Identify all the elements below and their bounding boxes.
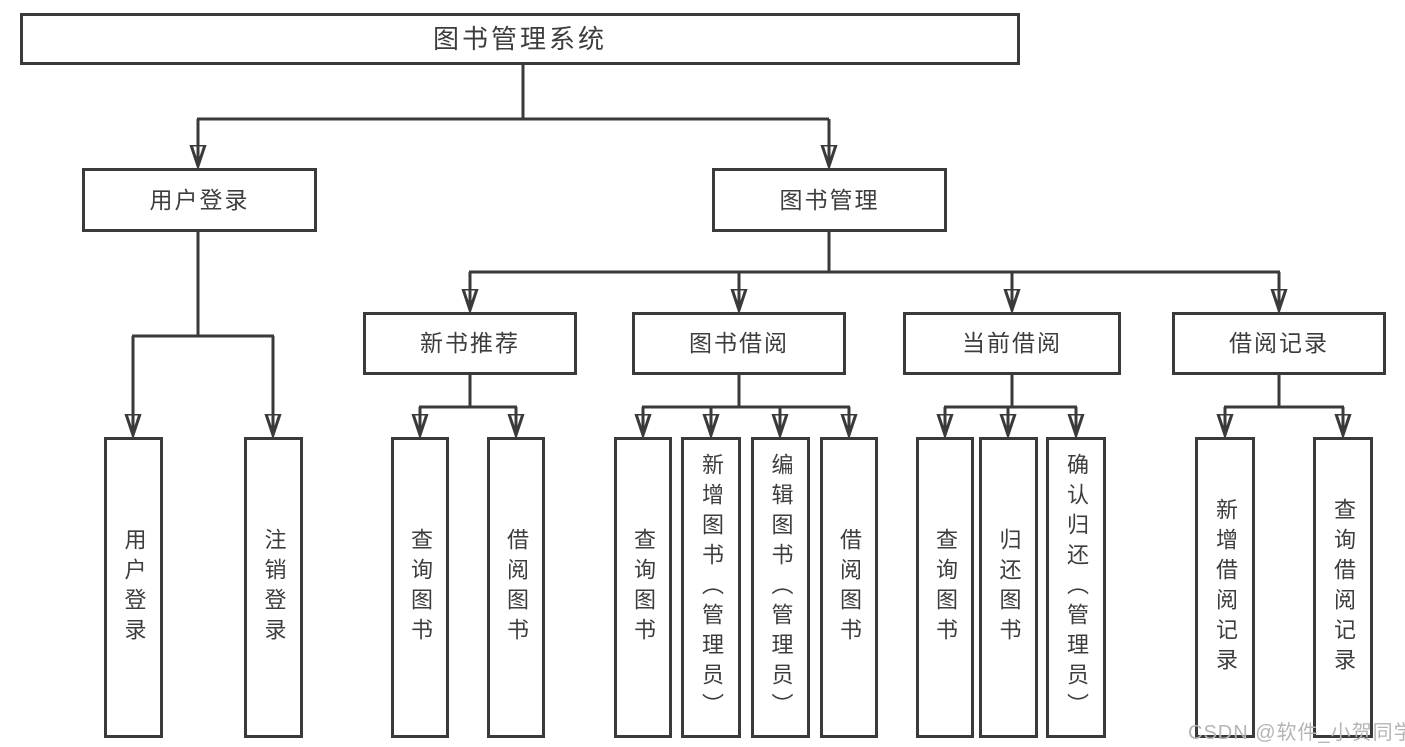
- edge-book-borrow-to-leaves: [642, 375, 850, 435]
- node-leaf-user-login: 用户登录: [104, 437, 163, 738]
- node-br-query-record: 查询借阅记录: [1313, 437, 1373, 738]
- node-book-borrowing: 图书借阅: [632, 312, 846, 375]
- node-user-login: 用户登录: [82, 168, 317, 232]
- node-book-management: 图书管理: [712, 168, 947, 232]
- edge-new-book-rec-to-leaves: [419, 375, 517, 435]
- edge-user-login-to-leaves: [132, 232, 274, 435]
- edge-borrow-records-to-leaves: [1224, 375, 1344, 435]
- node-leaf-logout: 注销登录: [244, 437, 303, 738]
- node-bb-edit-books-admin: 编辑图书（管理员）: [751, 437, 810, 738]
- node-bb-query-books: 查询图书: [614, 437, 672, 738]
- edge-current-borrow-to-leaves: [944, 375, 1077, 435]
- node-cb-confirm-return-admin: 确认归还（管理员）: [1046, 437, 1106, 738]
- node-bb-add-books-admin: 新增图书（管理员）: [681, 437, 741, 738]
- node-br-add-record: 新增借阅记录: [1195, 437, 1255, 738]
- node-cb-query-books: 查询图书: [916, 437, 974, 738]
- node-borrowing-records: 借阅记录: [1172, 312, 1386, 375]
- node-rec-borrow-books: 借阅图书: [487, 437, 545, 738]
- node-rec-query-books: 查询图书: [391, 437, 449, 738]
- node-cb-return-books: 归还图书: [979, 437, 1038, 738]
- node-current-borrowing: 当前借阅: [903, 312, 1121, 375]
- edge-book-mgmt-to-level3: [469, 232, 1280, 310]
- csdn-watermark: CSDN @软件_小贺同学: [1188, 722, 1405, 744]
- node-library-system: 图书管理系统: [20, 13, 1020, 65]
- node-bb-borrow-books: 借阅图书: [820, 437, 878, 738]
- edge-root-to-level2: [197, 64, 829, 166]
- node-new-book-recommend: 新书推荐: [363, 312, 577, 375]
